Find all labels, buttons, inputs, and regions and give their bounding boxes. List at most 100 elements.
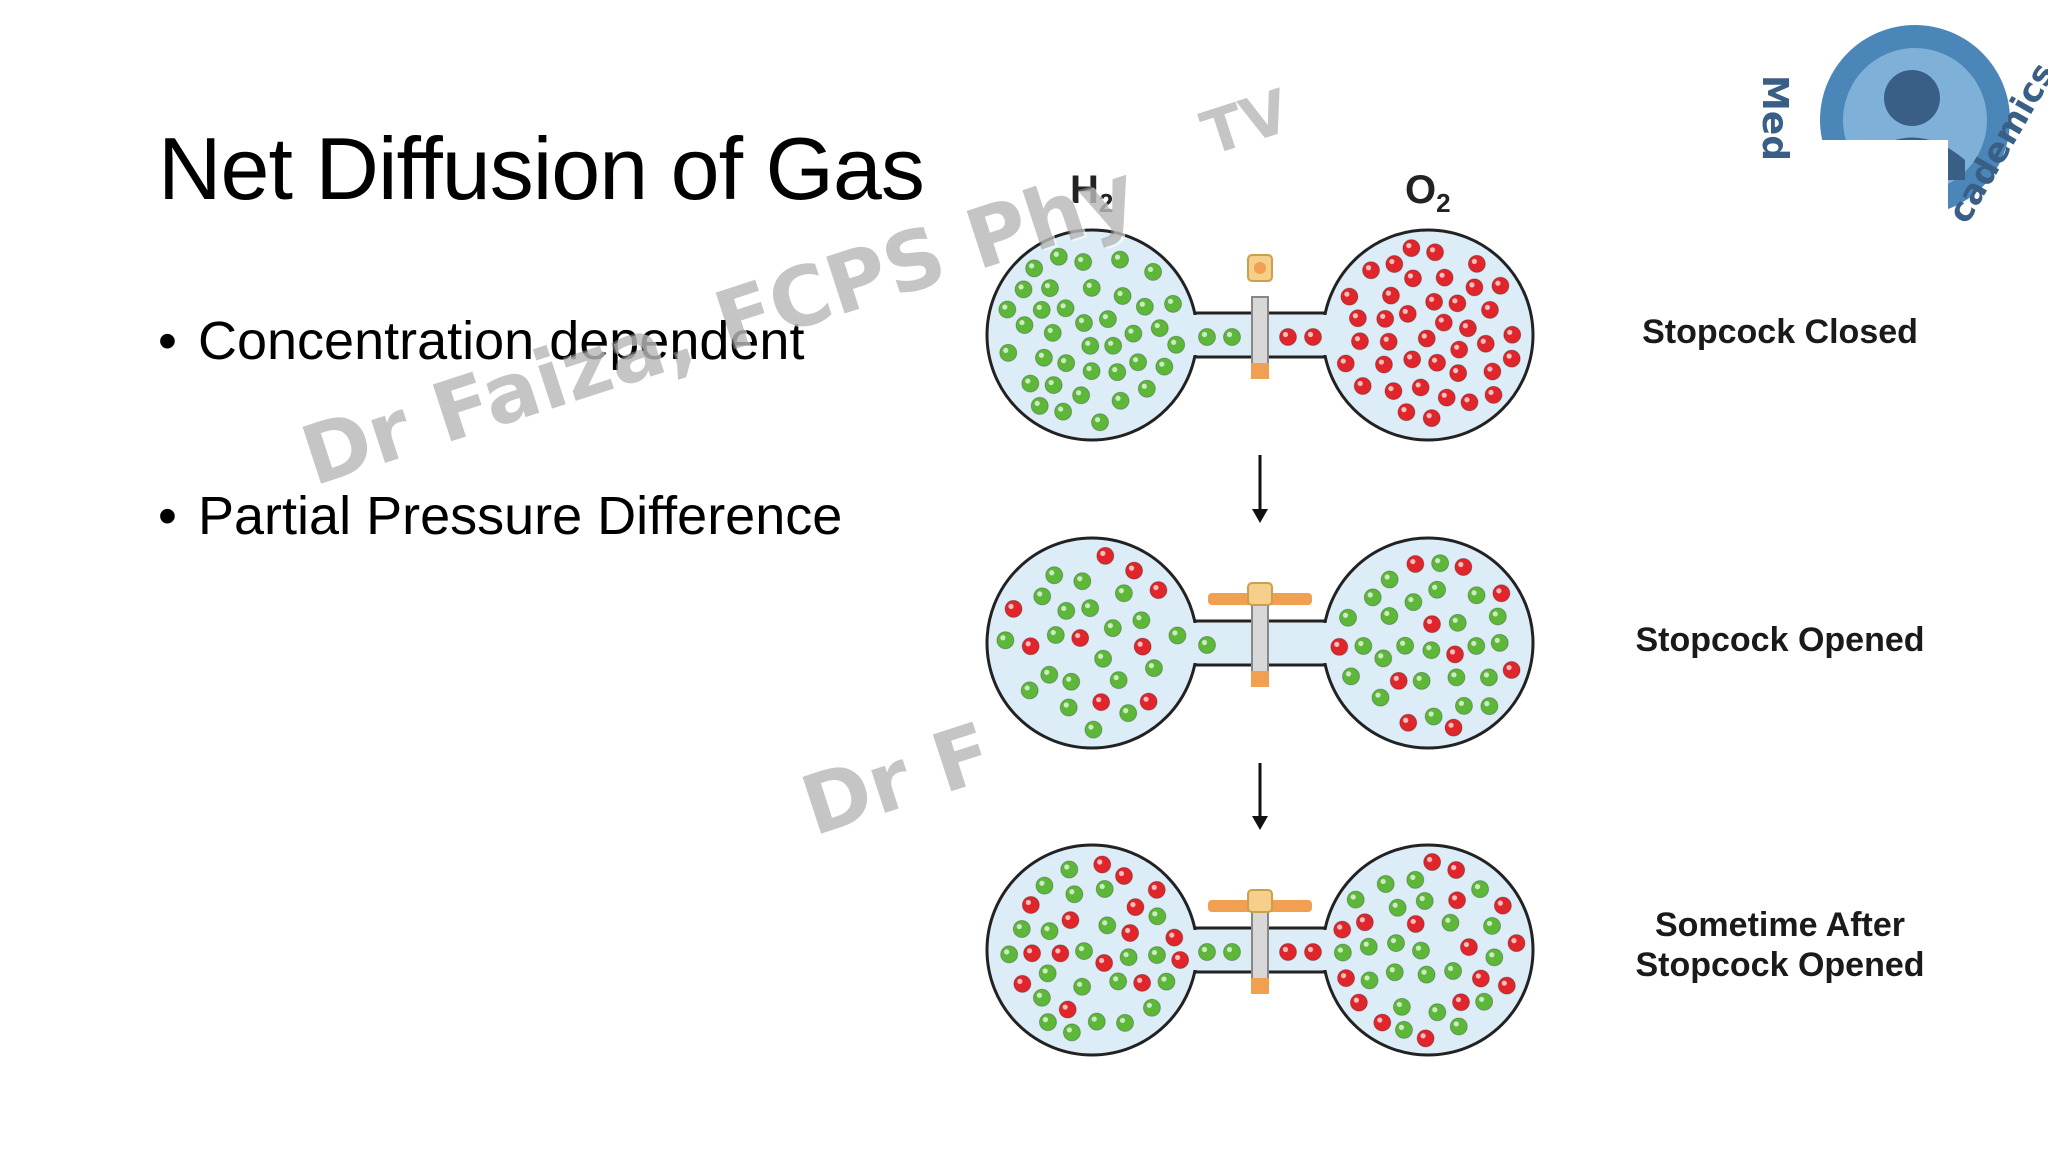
oxygen-molecule-highlight [1340,973,1347,979]
hydrogen-molecule-highlight [1034,400,1040,406]
hydrogen-molecule [1480,697,1499,716]
oxygen-molecule-highlight [1128,565,1135,571]
hydrogen-molecule [1198,328,1216,346]
oxygen-molecule-highlight [1130,901,1136,908]
oxygen-molecule [1425,292,1444,311]
hydrogen-molecule-highlight [1483,672,1490,678]
hydrogen-molecule [1116,1013,1135,1032]
hydrogen-molecule-highlight [1167,298,1174,304]
hydrogen-molecule [1385,963,1404,982]
oxygen-molecule [1476,334,1495,353]
oxygen-molecule-highlight [1340,358,1346,364]
hydrogen-molecule [1485,948,1504,967]
oxygen-molecule [1497,976,1516,995]
hydrogen-molecule [1339,608,1358,627]
hydrogen-molecule-highlight [1139,301,1145,307]
hydrogen-molecule-highlight [1066,1027,1072,1033]
hydrogen-molecule-highlight [1408,596,1414,603]
oxygen-molecule-highlight [1026,948,1033,954]
oxygen-molecule [1406,914,1425,933]
oxygen-molecule-highlight [1429,247,1436,253]
oxygen-molecule-highlight [1017,978,1023,984]
stopcock-stem [1251,296,1269,374]
oxygen-molecule [1397,403,1416,422]
oxygen-molecule [1096,546,1115,565]
hydrogen-molecule [1467,586,1486,605]
hydrogen-molecule [1012,920,1031,939]
hydrogen-molecule-highlight [1201,946,1208,953]
hydrogen-molecule-highlight [1159,361,1165,367]
oxygen-molecule [1304,328,1322,346]
hydrogen-molecule-highlight [1078,317,1085,324]
hydrogen-molecule-highlight [1048,379,1054,386]
hydrogen-molecule [1394,1020,1413,1039]
bullet-text-1: Concentration dependent [198,311,805,371]
hydrogen-molecule-highlight [1049,570,1055,576]
hydrogen-molecule [1044,376,1063,395]
oxygen-molecule-highlight [1403,717,1409,723]
hydrogen-molecule-highlight [1113,976,1119,982]
hydrogen-molecule-highlight [1118,588,1124,594]
hydrogen-molecule [1119,948,1138,967]
hydrogen-molecule-highlight [1474,884,1481,890]
hydrogen-molecule-highlight [1458,700,1465,706]
hydrogen-molecule-highlight [1099,883,1105,890]
hydrogen-molecule-highlight [1350,894,1356,900]
oxygen-molecule-highlight [1497,900,1503,906]
flask-left [985,536,1199,750]
hydrogen-molecule [1129,353,1148,372]
oxygen-molecule [1434,313,1453,332]
hydrogen-molecule [1386,934,1405,953]
hydrogen-molecule [1043,323,1062,342]
hydrogen-molecule-highlight [1016,923,1022,930]
oxygen-molecule [1061,911,1080,930]
oxygen-molecule-highlight [1451,864,1457,871]
hydrogen-molecule-highlight [1064,864,1070,870]
oxygen-molecule-highlight [1378,359,1385,365]
oxygen-molecule-highlight [1454,344,1460,350]
oxygen-molecule-highlight [1402,308,1408,314]
oxygen-molecule-highlight [1438,317,1444,323]
hydrogen-molecule-highlight [1000,635,1006,641]
hydrogen-molecule-highlight [1171,339,1177,345]
oxygen-molecule-highlight [1427,856,1433,863]
oxygen-molecule [1451,993,1470,1012]
hydrogen-molecule-highlight [1063,702,1069,708]
hydrogen-molecule [1132,611,1151,630]
bullet-text-2: Partial Pressure Difference [198,486,843,546]
gas-label-h2: H2 [1070,168,1114,218]
oxygen-molecule [1417,329,1436,348]
oxygen-molecule-highlight [1354,336,1361,342]
hydrogen-molecule-highlight [1148,663,1155,669]
oxygen-molecule-highlight [1475,973,1481,979]
logo-text-a: Med [1754,75,1795,162]
user-head-icon [1884,70,1940,126]
hydrogen-molecule [1454,696,1473,715]
stage-arrow-head [1252,816,1268,830]
stage-label-closed: Stopcock Closed [1642,313,1918,351]
hydrogen-molecule-highlight [1400,640,1406,646]
hydrogen-molecule [1448,613,1467,632]
hydrogen-molecule [1034,348,1053,367]
logo: Med cademics [1754,20,2048,230]
hydrogen-molecule-highlight [1119,1017,1126,1024]
hydrogen-molecule [1124,324,1143,343]
hydrogen-molecule [1467,636,1486,655]
oxygen-molecule [1092,693,1111,712]
oxygen-molecule-highlight [1449,649,1456,655]
hydrogen-molecule [1428,580,1447,599]
oxygen-molecule [1483,362,1502,381]
hydrogen-molecule-highlight [1410,874,1416,880]
hydrogen-molecule-highlight [1060,303,1066,309]
hydrogen-molecule [1155,357,1174,376]
oxygen-molecule-highlight [1352,313,1358,319]
hydrogen-molecule-highlight [1061,358,1067,364]
hydrogen-molecule-highlight [1042,1017,1049,1023]
hydrogen-molecule [1057,354,1076,373]
hydrogen-molecule [996,631,1015,650]
oxygen-molecule-highlight [1097,859,1103,865]
hydrogen-molecule-highlight [1128,328,1134,334]
hydrogen-molecule [1483,916,1502,935]
hydrogen-molecule [1020,681,1039,700]
oxygen-molecule-highlight [1143,696,1149,702]
